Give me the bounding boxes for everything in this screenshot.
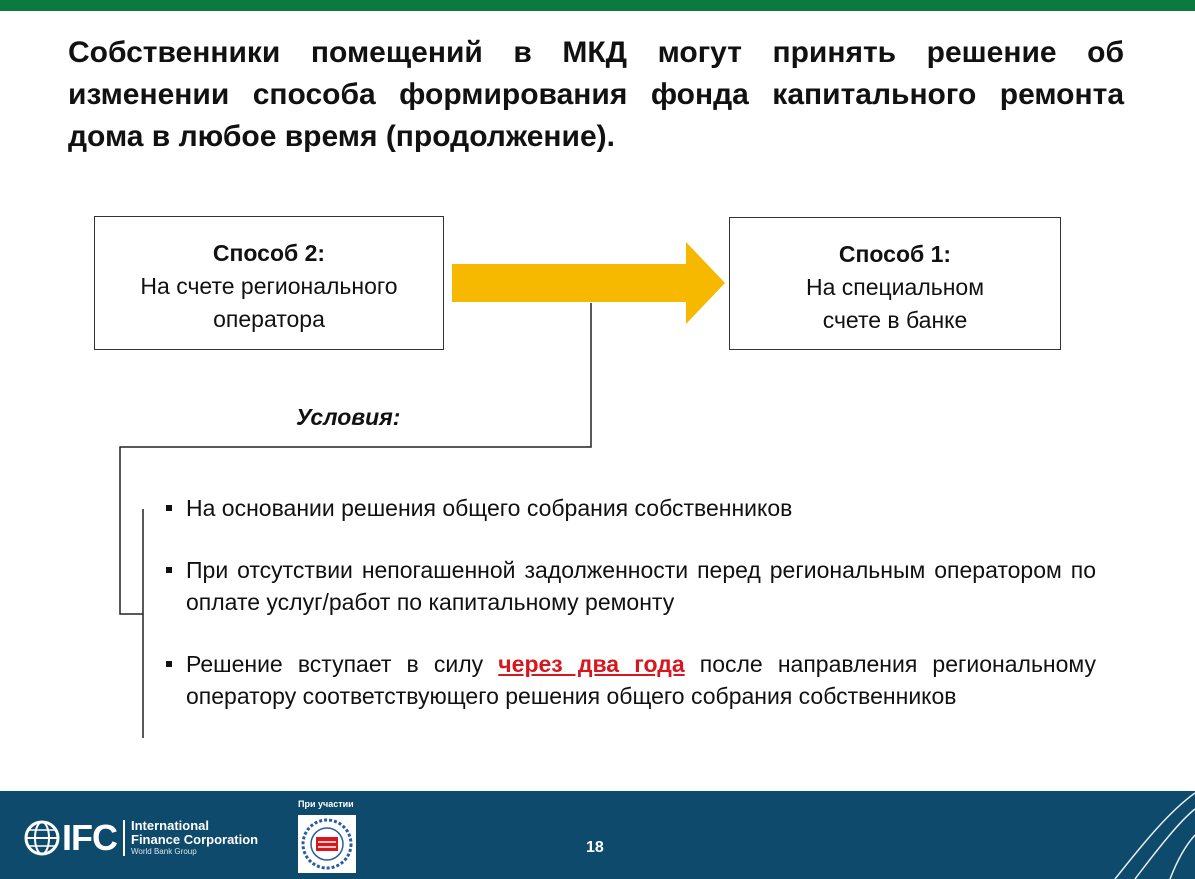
conditions-label: Условия: [296,404,401,430]
to-method-line2: счете в банке [822,307,968,333]
ifc-letters: IFC [62,817,118,858]
page-number: 18 [586,839,604,856]
ifc-logo: IFC International Finance Corporation Wo… [24,819,258,857]
conditions-list: На основании решения общего собрания соб… [160,492,1096,742]
top-accent-bar [0,0,1195,11]
condition-text-before: Решение вступает в силу [186,651,499,677]
footer-bar: IFC International Finance Corporation Wo… [0,791,1195,879]
ifc-name-line2: Finance Corporation [131,832,259,847]
from-method-line1: На счете регионального [140,273,398,299]
condition-item: При отсутствии непогашенной задолженност… [160,554,1096,618]
from-method-box: Способ 2: На счете регионального операто… [94,216,444,350]
right-arrow-icon [452,242,725,324]
condition-item: Решение вступает в силу через два года п… [160,648,1096,712]
condition-item: На основании решения общего собрания соб… [160,492,1096,524]
decorative-swoosh [1114,792,1195,879]
bullet-square-icon [166,505,172,511]
to-method-heading: Способ 1: [838,241,952,267]
slide-title: Собственники помещений в МКД могут приня… [68,36,1124,153]
condition-text: На основании решения общего собрания соб… [186,495,793,521]
to-method-box: Способ 1: На специальном счете в банке [729,217,1061,350]
ifc-name: International Finance Corporation World … [131,819,258,857]
partner-label: При участии [298,799,354,809]
to-method-line1: На специальном [805,274,985,300]
ifc-name-line3: World Bank Group [131,847,197,856]
association-tsj-jsk-seal-icon [298,815,356,873]
condition-highlight: через два года [498,651,685,677]
logo-divider [123,820,125,856]
conditions-connector [119,303,592,615]
bullet-square-icon [166,661,172,667]
from-method-line2: оператора [213,306,325,332]
from-method-heading: Способ 2: [212,240,326,266]
ifc-name-line1: International [131,818,210,833]
condition-text: При отсутствии непогашенной задолженност… [186,557,1096,615]
bullet-square-icon [166,567,172,573]
condition-text-after: после направления региональному оператор… [186,651,1096,709]
world-globe-icon [24,820,60,856]
